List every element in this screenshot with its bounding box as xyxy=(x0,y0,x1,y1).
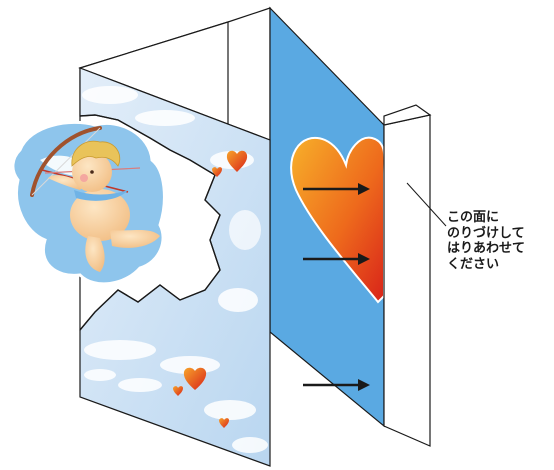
heart-icon xyxy=(183,367,207,390)
front-cloud-panel xyxy=(79,67,271,467)
cupid-illustration xyxy=(11,121,166,286)
heart-icon xyxy=(226,150,248,172)
label-leader-line xyxy=(406,182,447,227)
glue-instruction-label: この面に のりづけして はりあわせて ください xyxy=(447,210,525,272)
instruction-line-1: この面に xyxy=(447,210,500,225)
instruction-line-2: のりづけして xyxy=(447,225,525,241)
heart-icon xyxy=(173,386,183,396)
instruction-line-4: ください xyxy=(447,256,500,272)
heart-icon xyxy=(219,418,229,428)
heart-icon xyxy=(212,167,222,177)
glue-tab-panel xyxy=(383,104,432,447)
right-arrow-icon xyxy=(303,183,370,195)
right-arrow-icon xyxy=(303,379,370,391)
right-arrow-icon xyxy=(303,253,370,265)
instruction-line-3: はりあわせて xyxy=(447,241,526,256)
